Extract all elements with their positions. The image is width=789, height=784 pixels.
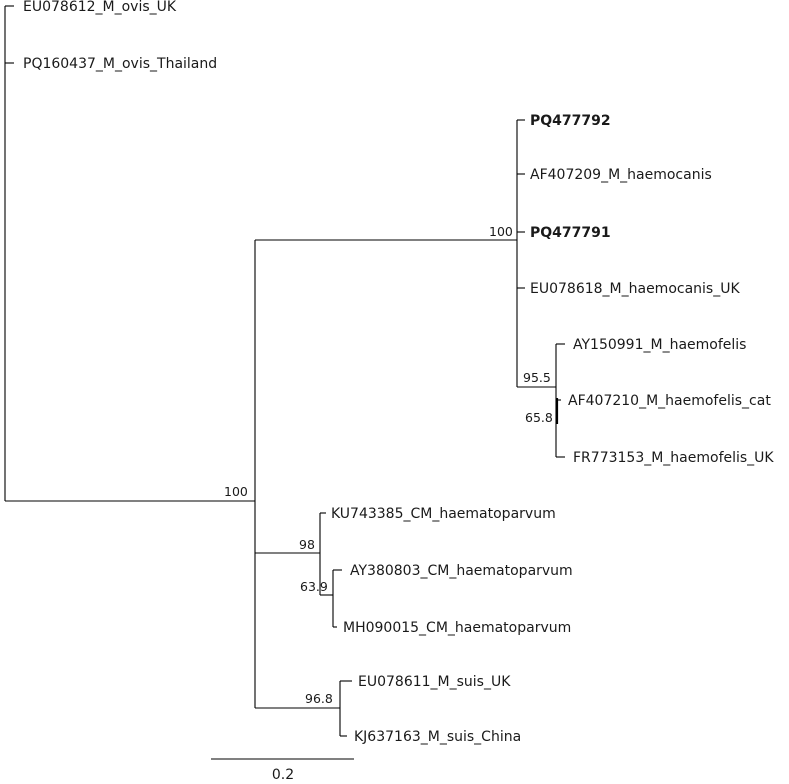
support-value-haemofelis: 95.5 <box>523 370 551 385</box>
leaf-label: AF407209_M_haemocanis <box>530 167 712 183</box>
leaf-label: AY150991_M_haemofelis <box>573 337 746 353</box>
support-value-suis: 96.8 <box>305 691 333 706</box>
leaf-label: AF407210_M_haemofelis_cat <box>568 393 771 409</box>
leaf-label: PQ160437_M_ovis_Thailand <box>23 56 217 72</box>
leaf-label: EU078612_M_ovis_UK <box>23 0 177 15</box>
leaf-label: PQ477792 <box>530 113 611 129</box>
leaf-label: FR773153_M_haemofelis_UK <box>573 450 774 466</box>
leaf-label: KU743385_CM_haematoparvum <box>331 506 556 522</box>
support-value-main: 100 <box>224 484 248 499</box>
support-value-haemocanis: 100 <box>489 224 513 239</box>
support-value-haematoparvum: 98 <box>299 537 315 552</box>
leaf-label: PQ477791 <box>530 225 611 241</box>
leaf-label: MH090015_CM_haematoparvum <box>343 620 571 636</box>
support-value-haematoparvum-inner: 63.9 <box>300 579 328 594</box>
leaf-label: EU078618_M_haemocanis_UK <box>530 281 740 297</box>
scale-bar-label: 0.2 <box>272 767 294 783</box>
support-value-haemofelis-inner: 65.8 <box>525 410 553 425</box>
leaf-label: AY380803_CM_haematoparvum <box>350 563 573 579</box>
leaf-label: KJ637163_M_suis_China <box>354 729 521 745</box>
leaf-label: EU078611_M_suis_UK <box>358 674 511 690</box>
